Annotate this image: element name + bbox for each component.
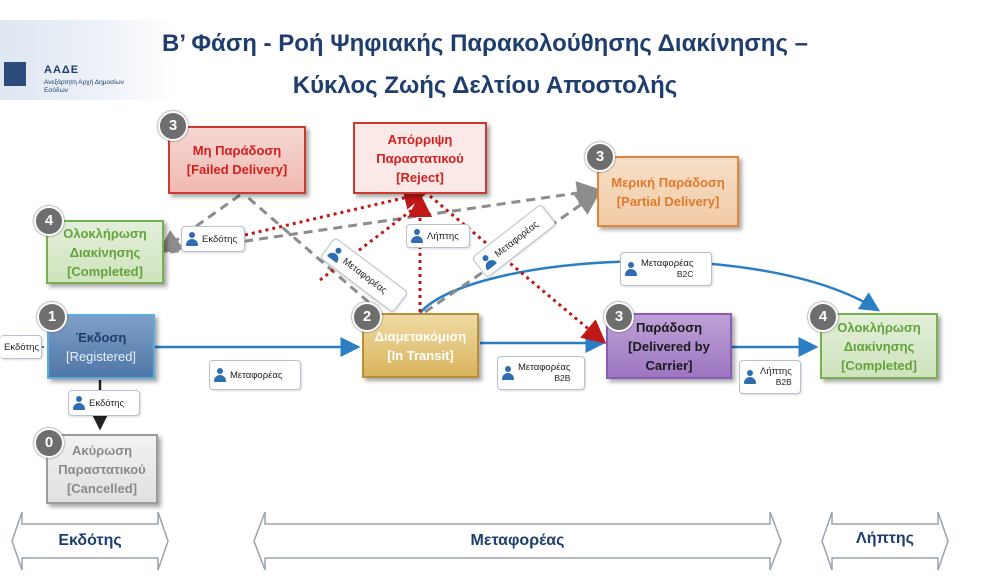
dotted-reject-to-delivered <box>429 194 607 344</box>
page-title-line-1: Β’ Φάση - Ροή Ψηφιακής Παρακολούθησης Δι… <box>162 30 808 57</box>
person-icon <box>214 368 226 382</box>
node-reject: Απόρριψη Παραστατικού [Reject] <box>353 122 487 194</box>
scope-arrow-carrier <box>253 511 782 571</box>
actor-issuer-left-edge: Εκδότης <box>0 335 42 359</box>
scope-arrow-issuer <box>11 511 169 571</box>
person-icon <box>479 252 497 270</box>
person-icon <box>73 396 85 410</box>
scope-label-carrier: Μεταφορέας <box>470 532 565 549</box>
scope-arrow-receiver <box>821 511 949 571</box>
page-title-line-2: Κύκλος Ζωής Δελτίου Αποστολής <box>292 72 678 99</box>
step-badge-cancelled: 0 <box>34 428 64 458</box>
aade-logo-icon <box>4 62 26 86</box>
step-badge-partial: 3 <box>585 142 615 172</box>
step-badge-completed-right: 4 <box>808 302 838 332</box>
person-icon <box>411 229 423 243</box>
node-cancelled: Ακύρωση Παραστατικού [Cancelled] <box>46 434 158 504</box>
node-partial-delivery: Μερική Παράδοση [Partial Delivery] <box>597 156 739 227</box>
logo-background <box>0 20 175 100</box>
person-icon <box>186 232 198 246</box>
actor-issuer-top: Εκδότης <box>181 226 245 252</box>
actor-carrier-mid: Μεταφορέας <box>209 360 301 390</box>
person-icon <box>502 366 514 380</box>
node-completed-left: Ολοκλήρωση Διακίνησης [Completed] <box>46 220 164 284</box>
logo-name: ΑΑΔΕ <box>44 64 80 76</box>
dashed-completed-to-partial <box>169 181 601 254</box>
step-badge-registered: 1 <box>37 302 67 332</box>
dotted-issuer-to-reject <box>244 186 428 237</box>
step-badge-failed: 3 <box>158 111 188 141</box>
dashed-failed-to-completed <box>157 193 241 254</box>
node-failed-delivery: Μη Παράδοση [Failed Delivery] <box>168 126 306 194</box>
node-registered: Έκδοση [Registered] <box>47 314 155 379</box>
actor-receiver-top: Λήπτης <box>406 224 470 248</box>
dashed-transit-to-failed <box>244 193 381 314</box>
step-badge-completed-left: 4 <box>34 206 64 236</box>
node-in-transit: Διαμετακόμιση [In Transit] <box>362 313 479 378</box>
dashed-transit-to-partial <box>424 191 601 314</box>
node-completed-right: Ολοκλήρωση Διακίνησης [Completed] <box>820 313 938 379</box>
step-badge-in-transit: 2 <box>352 302 382 332</box>
logo-subtitle: Ανεξάρτητη Αρχή Δημοσίων Εσόδων <box>44 79 124 94</box>
scope-label-receiver: Λήπτης <box>856 530 914 547</box>
actor-issuer-cancel: Εκδότης <box>68 390 140 416</box>
step-badge-delivered: 3 <box>604 302 634 332</box>
person-icon <box>744 370 756 384</box>
person-icon <box>625 262 637 276</box>
scope-label-issuer: Εκδότης <box>58 532 122 549</box>
